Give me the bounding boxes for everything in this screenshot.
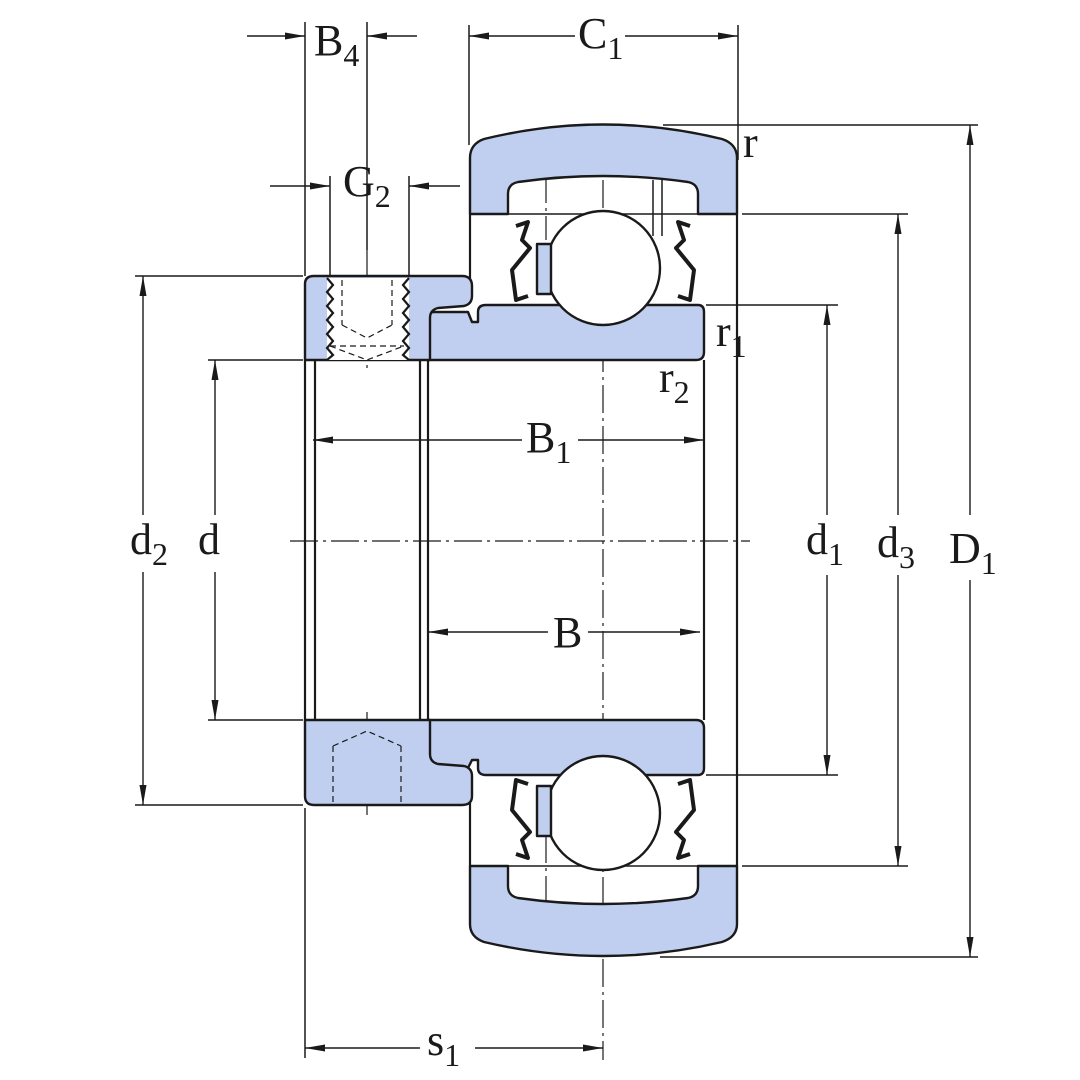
- label-b: B: [553, 608, 582, 657]
- dimension-labels: B4 C1 r G2 r1 r2 B1 d2 d d1 d3 D1 B s1: [130, 9, 997, 1073]
- label-d2: d2: [130, 515, 168, 572]
- collar-bore-lines: [303, 360, 317, 720]
- label-d: d: [198, 515, 220, 564]
- label-d1-outer: D1: [949, 524, 997, 581]
- bore-lines: [418, 360, 706, 720]
- label-g2: G2: [343, 157, 391, 214]
- ball-bottom: [544, 754, 662, 872]
- label-d3: d3: [877, 518, 915, 575]
- label-r2: r2: [659, 353, 690, 410]
- dimension-lines: [139, 32, 974, 1052]
- label-d1: d1: [806, 515, 844, 572]
- locking-collar-top: [303, 274, 474, 362]
- label-b4: B4: [314, 16, 359, 73]
- extension-lines: [135, 22, 978, 1058]
- label-r: r: [743, 118, 758, 167]
- ball-top: [544, 209, 662, 327]
- inner-ring-top: [426, 303, 706, 362]
- label-s1: s1: [427, 1016, 460, 1073]
- cage-and-seals: [510, 220, 696, 860]
- inner-ring-bottom: [426, 718, 706, 777]
- locking-collar-bottom: [303, 718, 474, 807]
- label-b1: B1: [526, 413, 571, 470]
- label-r1: r1: [716, 307, 747, 364]
- label-c1: C1: [578, 9, 623, 66]
